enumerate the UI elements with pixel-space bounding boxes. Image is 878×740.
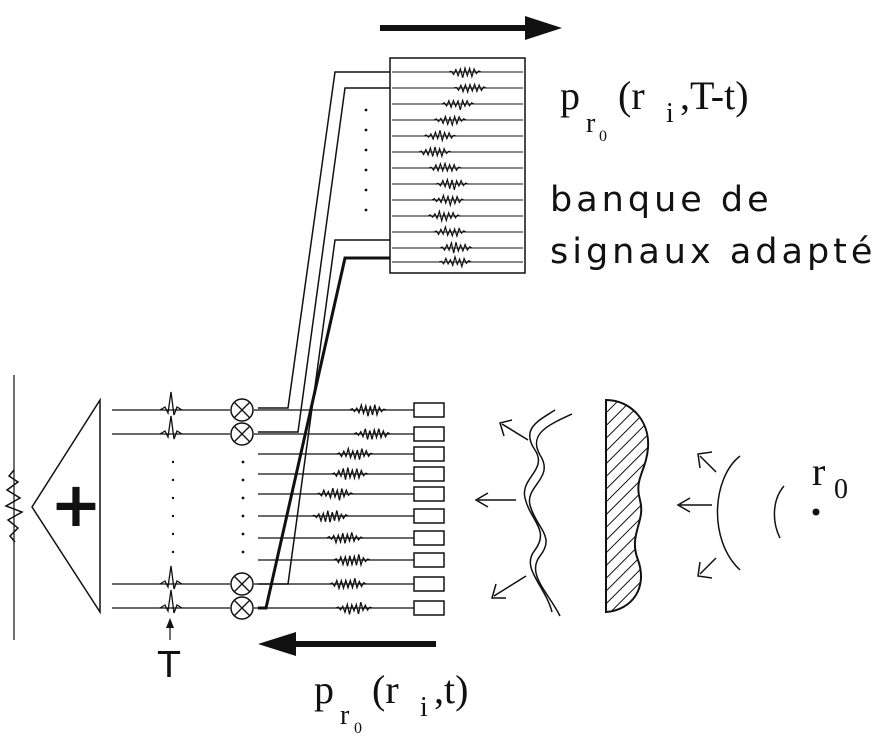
- bank-trace-signal: [435, 177, 469, 190]
- received-signal: [329, 577, 367, 591]
- signal-bank: [389, 57, 526, 274]
- bank-trace-signal: [439, 240, 473, 254]
- multiplier-cross: [233, 599, 251, 617]
- bank-label-line2: signaux adaptés: [550, 232, 878, 272]
- transducer-element: [413, 466, 445, 482]
- channel-peak: [159, 391, 183, 416]
- output-signal: [4, 375, 24, 640]
- transducer-element: [413, 576, 445, 592]
- received-signal: [326, 531, 364, 545]
- time-T-label: T: [158, 645, 180, 686]
- source-point: [812, 508, 820, 516]
- received-signal: [336, 446, 374, 461]
- transducer-element: [413, 446, 445, 462]
- top-formula-i: i: [666, 98, 674, 129]
- bottom-formula-i: i: [420, 692, 428, 723]
- bank-traces: [392, 65, 523, 269]
- channel-peak: [159, 589, 183, 614]
- channel-peak: [159, 415, 183, 440]
- received-signal: [349, 402, 387, 418]
- top-formula-p: p: [560, 73, 580, 118]
- transducer-array: [254, 402, 445, 616]
- bank-trace-signal: [433, 224, 467, 239]
- multiplier-cross: [233, 401, 251, 419]
- time-marker: [166, 618, 174, 640]
- multiplier-icon: [230, 596, 254, 620]
- bank-connectors: [258, 71, 390, 610]
- channel-peak: [159, 565, 183, 590]
- transducer-element: [413, 552, 445, 568]
- transducer-element: [413, 508, 445, 524]
- received-signal: [331, 467, 369, 481]
- bottom-formula-open: (r: [372, 667, 399, 712]
- bank-trace-signal: [431, 193, 465, 208]
- bottom-formula-p: p: [314, 667, 334, 712]
- bottom-formula-rest: ,t): [434, 667, 469, 712]
- transducer-element: [413, 486, 445, 502]
- bank-trace-signal: [453, 82, 487, 95]
- multiplier-cross: [233, 425, 251, 443]
- summed-channels: [112, 391, 230, 614]
- multiplier-icon: [230, 398, 254, 422]
- multipliers: [230, 398, 254, 620]
- received-signal: [311, 510, 349, 523]
- forward-arrow: [380, 16, 562, 40]
- transducer-element: [413, 600, 445, 616]
- bank-label-line1: banque de: [550, 180, 773, 220]
- received-signal: [335, 601, 373, 615]
- incident-wavefront: [676, 451, 785, 579]
- distorted-wavefront: [474, 409, 573, 617]
- transducer-element: [413, 402, 445, 418]
- received-signal: [333, 553, 371, 568]
- bank-trace-signal: [427, 208, 461, 224]
- bank-trace-signal: [441, 98, 475, 110]
- bank-trace-signal: [428, 161, 462, 173]
- multiplier-icon: [230, 572, 254, 596]
- summation-triangle: [31, 397, 101, 615]
- source-label-r: r: [812, 449, 826, 494]
- received-signal: [316, 487, 354, 501]
- top-formula-sub-r: r: [586, 108, 596, 139]
- bank-trace-signal: [418, 145, 452, 159]
- bank-trace-signal: [448, 65, 482, 79]
- bank-ellipsis: [364, 108, 368, 212]
- sum-symbol: +: [50, 468, 102, 541]
- top-formula-sub-0: 0: [599, 128, 607, 145]
- multiplier-icon: [230, 422, 254, 446]
- bank-trace-signal: [433, 114, 467, 128]
- backward-arrow: [258, 632, 436, 656]
- received-signal: [353, 427, 391, 440]
- multiplier-cross: [233, 575, 251, 593]
- bank-trace-signal: [423, 130, 457, 143]
- aberrating-layer: [605, 398, 650, 614]
- source-label-0: 0: [834, 474, 848, 505]
- transducer-element: [413, 426, 445, 442]
- bottom-formula-sub-0: 0: [354, 720, 362, 737]
- top-formula-open: (r: [618, 73, 645, 118]
- bank-trace-signal: [438, 254, 472, 269]
- top-formula-rest: ,T-t): [680, 73, 749, 118]
- transducer-element: [413, 530, 445, 546]
- bottom-formula-sub-r: r: [340, 700, 350, 731]
- multiplier-ellipsis: [171, 460, 245, 554]
